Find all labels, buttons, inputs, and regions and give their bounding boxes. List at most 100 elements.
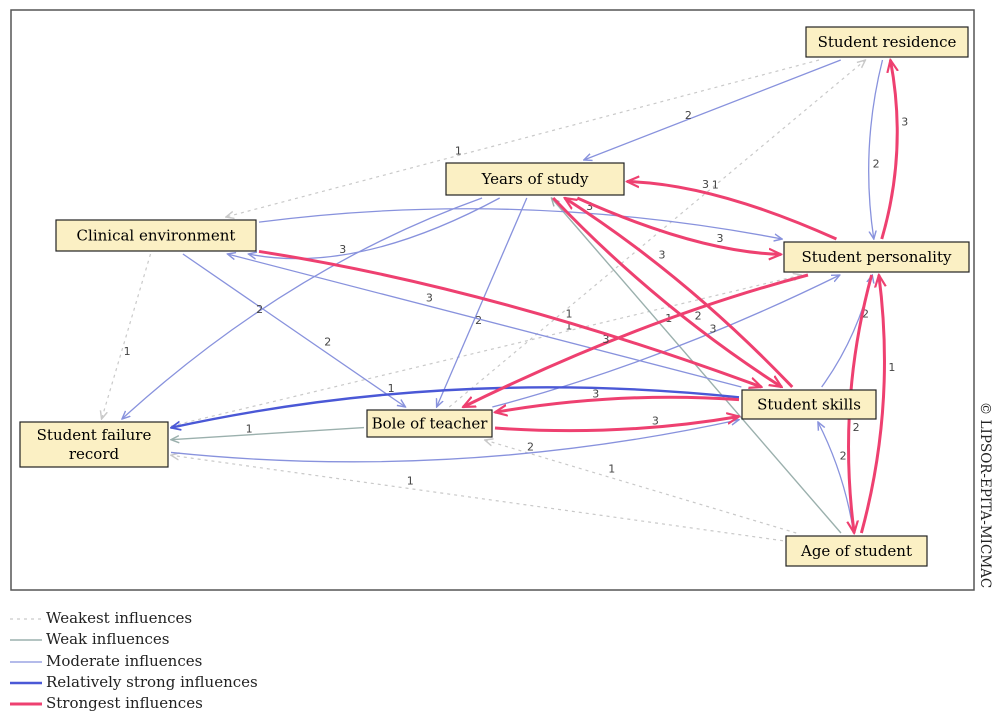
edge-line (494, 416, 739, 433)
legend-swatch-weakest (10, 618, 42, 620)
legend-swatch-weak (10, 639, 42, 641)
edge-personality-to-years: 3 (627, 178, 838, 241)
edge-line (227, 254, 742, 388)
node-age: Age of student (785, 535, 928, 567)
node-personality: Student personality (783, 241, 970, 273)
edge-weight-label: 1 (565, 320, 572, 333)
edge-weight-label: 2 (840, 450, 847, 463)
edge-residence-to-personality: 2 (868, 59, 884, 239)
edge-personality-to-residence: 3 (880, 60, 908, 240)
legend-item-moderate: Moderate influences (10, 652, 330, 673)
legend-item-weakest: Weakest influences (10, 609, 330, 630)
edge-weight-label: 3 (901, 116, 908, 129)
legend-label-strongest: Strongest influences (46, 694, 203, 713)
node-label: Student personality (802, 248, 953, 266)
edge-line (171, 386, 740, 427)
node-label: record (69, 445, 120, 463)
edge-weight-label: 3 (592, 388, 599, 401)
edge-clinical-to-failure: 1 (102, 253, 152, 419)
edge-skills-to-teacher: 3 (495, 388, 740, 413)
edge-personality-to-teacher: 3 (463, 273, 809, 409)
edge-weight-label: 1 (565, 307, 572, 320)
edge-clinical-to-teacher: 2 (182, 253, 406, 407)
edge-residence-to-clinical: 1 (226, 59, 820, 217)
edge-line (485, 440, 797, 534)
legend-label-relatively-strong: Relatively strong influences (46, 672, 258, 691)
edge-age-to-failure: 1 (171, 455, 784, 542)
edge-residence-to-years: 2 (584, 59, 841, 160)
edge-line (868, 59, 884, 239)
node-skills: Student skills (741, 389, 877, 420)
edge-line (226, 59, 820, 217)
edge-skills-to-years: 3 (565, 198, 794, 389)
edge-years-to-skills: 2 (552, 196, 781, 387)
node-label: Clinical environment (77, 227, 236, 245)
node-label: Student residence (818, 33, 957, 51)
edge-weight-label: 2 (256, 303, 263, 316)
node-label: Student skills (757, 396, 861, 414)
legend-swatch-relatively-strong (10, 681, 42, 685)
edge-line (627, 181, 838, 241)
edge-line (258, 208, 782, 239)
node-box (785, 535, 928, 567)
edge-line (859, 275, 884, 534)
edge-weight-label: 3 (339, 243, 346, 256)
edge-line (170, 275, 801, 427)
edge-clinical-to-personality: 3 (258, 200, 782, 239)
edge-weight-label: 3 (586, 200, 593, 213)
node-box (366, 409, 493, 438)
node-teacher: Bole of teacher (366, 409, 493, 438)
edge-weight-label: 3 (710, 322, 717, 335)
edge-failure-to-personality: 1 (170, 275, 801, 427)
edge-line (551, 198, 842, 534)
edge-weight-label: 3 (658, 249, 665, 262)
edge-line (880, 60, 897, 240)
edge-weight-label: 2 (862, 308, 869, 321)
legend-label-weak: Weak influences (46, 630, 170, 649)
edge-years-to-failure: 2 (122, 197, 483, 419)
edge-line (182, 253, 406, 407)
edge-weight-label: 2 (695, 310, 702, 323)
node-box (445, 162, 625, 196)
edge-failure-to-skills: 2 (170, 420, 739, 463)
edge-weight-label: 1 (124, 345, 131, 358)
copyright-notice: © LIPSOR-EPITA-MICMAC (972, 402, 998, 588)
edge-weight-label: 1 (608, 463, 615, 476)
edge-weight-label: 1 (407, 475, 414, 488)
node-box (783, 241, 970, 273)
edge-line (437, 197, 528, 407)
node-box (55, 219, 257, 252)
edge-weight-label: 1 (455, 144, 462, 157)
edge-weight-label: 3 (602, 333, 609, 346)
edge-weight-label: 3 (716, 232, 723, 245)
edge-line (258, 249, 761, 387)
legend-item-relatively-strong: Relatively strong influences (10, 673, 330, 694)
edge-line (576, 196, 781, 254)
node-box (19, 421, 169, 468)
edge-clinical-to-skills: 1 (258, 249, 761, 387)
edge-line (171, 455, 784, 542)
legend-item-weak: Weak influences (10, 630, 330, 651)
legend-swatch-strongest (10, 702, 42, 706)
edge-weight-label: 3 (652, 415, 659, 428)
edge-years-to-teacher: 2 (437, 197, 528, 407)
edge-weight-label: 2 (685, 109, 692, 122)
node-box (805, 26, 969, 58)
legend: Weakest influences Weak influences Moder… (10, 609, 330, 715)
edge-skills-to-clinical: 3 (227, 254, 742, 388)
edge-teacher-to-failure: 1 (171, 422, 365, 439)
node-label: Student failure (37, 426, 152, 444)
edge-weight-label: 1 (388, 382, 395, 395)
edge-years-to-personality: 3 (576, 196, 781, 254)
legend-label-moderate: Moderate influences (46, 651, 203, 670)
node-residence: Student residence (805, 26, 969, 58)
edge-weight-label: 2 (527, 441, 534, 454)
legend-item-strongest: Strongest influences (10, 694, 330, 715)
edge-teacher-to-skills: 3 (494, 415, 739, 433)
edge-line (170, 420, 739, 463)
edge-skills-to-failure: 1 (171, 382, 740, 428)
edge-weight-label: 2 (873, 157, 880, 170)
node-box (741, 389, 877, 420)
edge-weight-label: 1 (246, 422, 253, 435)
